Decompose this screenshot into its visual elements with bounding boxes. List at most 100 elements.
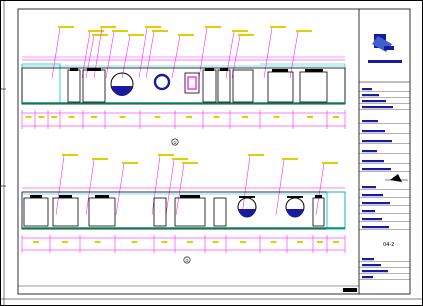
top-cabinet-3 xyxy=(202,68,217,103)
top-callout-tag-5 xyxy=(128,34,144,36)
top-callout-leader-9 xyxy=(198,27,208,79)
top-callout-tag-13 xyxy=(296,30,312,32)
title-row-text-7 xyxy=(362,150,377,153)
top-elevation-frame xyxy=(21,67,346,105)
top-callout-leader-6 xyxy=(138,27,148,79)
sheet-code: 04-2 xyxy=(383,242,394,248)
top-cabinet-7 xyxy=(299,69,328,103)
section-mark-2-label: ② xyxy=(185,258,189,263)
title-row-text-11 xyxy=(362,194,383,197)
top-callout-tag-6 xyxy=(145,26,161,28)
top-round-window xyxy=(153,73,171,91)
title-row-text-12 xyxy=(362,202,390,205)
bottom-cabinet-1 xyxy=(23,195,49,227)
sheet-inner-frame xyxy=(17,8,411,295)
company-logo-icon xyxy=(372,34,394,52)
top-dim-ticks xyxy=(21,110,346,129)
top-porthole xyxy=(110,72,134,96)
title-row-text-0 xyxy=(362,88,372,91)
bottom-dim-fig-7 xyxy=(240,241,246,243)
top-callout-tag-0 xyxy=(58,26,74,28)
top-callout-tag-12 xyxy=(270,26,286,28)
bottom-dim-ticks xyxy=(21,235,346,253)
title-row-text-19 xyxy=(362,276,373,279)
bottom-dim-fig-11 xyxy=(333,241,339,243)
bottom-cabinet-5 xyxy=(174,195,206,227)
title-row-text-17 xyxy=(362,264,381,267)
top-door-panel xyxy=(184,72,200,94)
bottom-callout-leader-0 xyxy=(55,155,65,216)
top-callout-tag-7 xyxy=(152,30,168,32)
top-dim-fig-12 xyxy=(333,116,339,118)
top-callout-tag-2 xyxy=(92,34,108,36)
bottom-dim-fig-10 xyxy=(317,241,323,243)
bottom-callout-tag-0 xyxy=(62,154,78,156)
top-cabinet-4 xyxy=(217,68,231,103)
top-cabinet-2 xyxy=(82,68,106,103)
bottom-callout-leader-1 xyxy=(85,159,95,216)
bottom-callout-tag-8 xyxy=(322,162,338,164)
top-callout-tag-4 xyxy=(112,30,128,32)
bottom-callout-leader-2 xyxy=(115,163,125,216)
top-callout-leader-12 xyxy=(263,27,273,79)
top-dim-fig-7 xyxy=(186,116,192,118)
elevation-bottom: ② xyxy=(21,154,346,264)
bottom-dim-fig-3 xyxy=(131,241,138,243)
bottom-callout-tag-5 xyxy=(182,162,198,164)
title-row-text-1 xyxy=(362,94,379,97)
title-block-rows xyxy=(359,88,410,280)
top-dim-fig-9 xyxy=(242,116,248,118)
north-arrow-icon xyxy=(385,174,408,182)
bottom-callout-tag-7 xyxy=(282,158,298,160)
top-cabinet-6 xyxy=(267,69,294,103)
bottom-cabinet-2 xyxy=(52,195,79,227)
top-dim-fig-8 xyxy=(213,116,220,118)
title-row-text-13 xyxy=(362,210,375,213)
bottom-callout-leader-4 xyxy=(165,159,175,216)
bottom-callout-tag-1 xyxy=(92,158,108,160)
bottom-dim-fig-0 xyxy=(33,241,39,243)
title-row-text-6 xyxy=(362,140,392,143)
bottom-cabinet-6 xyxy=(213,197,227,227)
top-callout-leader-13 xyxy=(289,31,299,79)
top-dim-fig-11 xyxy=(307,116,313,118)
bottom-right-panel xyxy=(326,191,346,230)
bottom-cabinet-4 xyxy=(153,197,167,227)
top-dim-fig-6 xyxy=(154,116,161,118)
bottom-cabinet-7 xyxy=(312,195,325,227)
bottom-cabinet-3 xyxy=(88,195,116,227)
bottom-callout-tag-3 xyxy=(158,154,174,156)
bottom-porthole-1 xyxy=(237,196,257,218)
top-cabinet-1 xyxy=(67,68,81,103)
bottom-dim-fig-6 xyxy=(212,241,219,243)
bottom-dim-fig-5 xyxy=(187,241,193,243)
bottom-callout-leader-3 xyxy=(151,155,161,216)
title-row-text-9 xyxy=(362,168,391,171)
bottom-dim-fig-2 xyxy=(94,241,101,243)
top-callout-tag-3 xyxy=(100,26,116,28)
title-row-text-4 xyxy=(362,120,378,123)
top-callout-leader-4 xyxy=(105,31,115,79)
bottom-callout-tag-2 xyxy=(122,162,138,164)
section-mark-1-label: ① xyxy=(173,140,177,145)
title-row-text-18 xyxy=(362,270,388,273)
top-callout-tag-1 xyxy=(88,30,104,32)
top-callout-leader-7 xyxy=(145,31,155,79)
bottom-dim-fig-9 xyxy=(297,241,303,243)
top-dim-fig-4 xyxy=(91,116,97,118)
section-mark-2 xyxy=(183,256,191,264)
title-row-text-15 xyxy=(362,226,389,229)
top-dim-fig-2 xyxy=(51,116,57,118)
title-row-text-2 xyxy=(362,100,386,103)
top-dim-fig-3 xyxy=(68,116,75,118)
bottom-callout-leader-5 xyxy=(175,163,185,216)
top-callout-tag-10 xyxy=(232,30,248,32)
bottom-dim-fig-4 xyxy=(161,241,168,243)
elevation-top: ① xyxy=(21,26,346,146)
section-mark-1 xyxy=(171,138,179,146)
bottom-callout-leader-6 xyxy=(241,155,251,216)
title-block: 04-2 xyxy=(359,34,410,280)
title-row-text-5 xyxy=(362,130,385,133)
top-cabinet-5 xyxy=(232,69,254,103)
title-row-text-16 xyxy=(362,258,374,261)
